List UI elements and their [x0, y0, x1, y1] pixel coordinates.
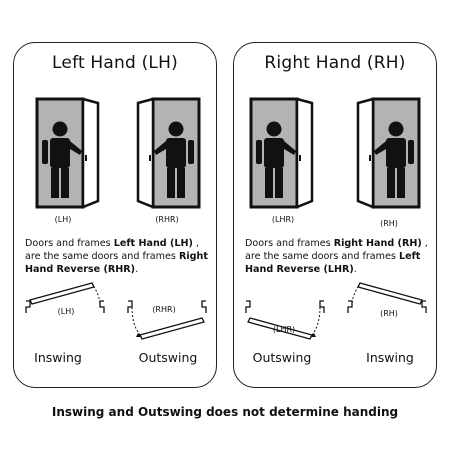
- outswing-label: Outswing: [138, 350, 198, 365]
- person-icon: [256, 121, 296, 198]
- desc-text: Doors and frames: [25, 238, 114, 249]
- door-lhr-illustration: [249, 97, 314, 209]
- door-lhr-tag: (LHR): [271, 215, 295, 224]
- inswing-label: Inswing: [34, 350, 82, 365]
- outswing-lhr-tag: (LHR): [272, 325, 296, 334]
- desc-text: Doors and frames: [245, 238, 334, 249]
- left-hand-title: Left Hand (LH): [52, 53, 178, 73]
- right-hand-title: Right Hand (RH): [264, 53, 406, 73]
- outswing-plan-diagram: [245, 300, 325, 340]
- inswing-rh-tag: (RH): [380, 309, 398, 318]
- person-icon: [42, 121, 82, 198]
- desc-bold: Left Hand (LH): [113, 238, 193, 249]
- door-rhr-illustration: [136, 97, 201, 209]
- outswing-rhr-tag: (RHR): [152, 305, 176, 314]
- person-icon: [374, 121, 414, 198]
- door-lh-illustration: [35, 97, 100, 209]
- desc-text: , are the same doors and frames: [245, 238, 428, 262]
- right-hand-panel: Right Hand (RH) (LHR) (RH) Doors a: [233, 42, 437, 388]
- desc-bold: Left Hand Reverse (LHR): [245, 251, 421, 275]
- door-rhr-tag: (RHR): [155, 215, 179, 224]
- door-rh-tag: (RH): [380, 219, 398, 228]
- person-icon: [154, 121, 194, 198]
- desc-bold: Right Hand (RH): [333, 238, 422, 249]
- desc-bold: Right Hand Reverse (RHR): [25, 251, 208, 275]
- desc-text: .: [135, 264, 139, 275]
- outswing-plan-diagram: [127, 300, 207, 340]
- right-hand-description: Doors and frames Right Hand (RH) , are t…: [245, 237, 431, 276]
- door-lh-tag: (LH): [54, 215, 72, 224]
- inswing-plan-diagram: [25, 282, 105, 313]
- door-rh-illustration: [356, 97, 421, 209]
- desc-text: , are the same doors and frames: [25, 238, 199, 262]
- left-hand-description: Doors and frames Left Hand (LH) , are th…: [25, 237, 211, 276]
- left-hand-panel: Left Hand (LH) (LH) (RHR) Doors an: [13, 42, 217, 388]
- footer-caption: Inswing and Outswing does not determine …: [51, 405, 399, 419]
- outswing-label: Outswing: [252, 350, 312, 365]
- inswing-plan-diagram: [347, 282, 427, 313]
- inswing-lh-tag: (LH): [57, 307, 75, 316]
- desc-text: .: [353, 264, 357, 275]
- inswing-label: Inswing: [366, 350, 414, 365]
